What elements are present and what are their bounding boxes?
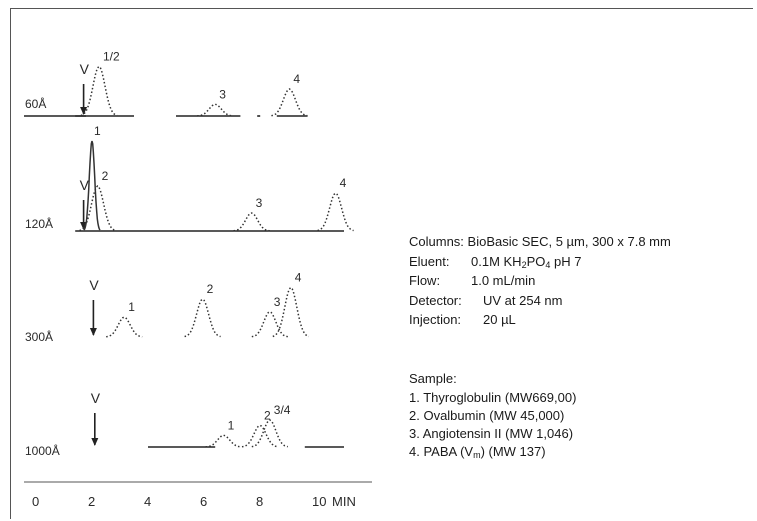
trace-4-peak-3 <box>251 419 288 448</box>
detector-label: Detector: <box>409 292 462 308</box>
x-tick-label-2: 2 <box>88 494 95 509</box>
sample-item-4: 4. PABA (Vm) (MW 137) <box>409 443 576 464</box>
sample-item-4-post: ) (MW 137) <box>480 444 546 459</box>
trace-2-peak-label-1: 1 <box>94 124 101 138</box>
trace-3-peak-label-4: 4 <box>295 271 302 285</box>
trace-2-peak-1 <box>83 140 101 231</box>
sample-item-4-sub: m <box>473 450 481 460</box>
trace-3-peak-label-2: 2 <box>207 282 214 296</box>
trace-2-peak-label-3: 3 <box>256 196 263 210</box>
trace-1-peak-label-1: 1/2 <box>103 50 120 64</box>
trace-4-peak-2 <box>241 424 279 448</box>
sample-item-4-pre: 4. PABA (V <box>409 444 474 459</box>
sample-item-3: 3. Angiotensin II (MW 1,046) <box>409 426 574 441</box>
trace-2-peak-label-2: 2 <box>102 169 109 183</box>
trace-2-name-label: 120Å <box>25 216 53 231</box>
trace-1-peak-3 <box>271 88 308 117</box>
trace-3-name-label: 300Å <box>25 329 53 344</box>
x-tick-label-8: 8 <box>256 494 263 509</box>
x-tick-label-4: 4 <box>144 494 151 509</box>
flow-value: 1.0 mL/min <box>471 273 536 288</box>
trace-4-peak-label-1: 1 <box>228 418 235 432</box>
trace-3-void-label: V <box>89 277 99 293</box>
trace-4-peak-1 <box>205 434 242 448</box>
eluent-value-post: pH 7 <box>550 253 582 269</box>
eluent-sub-2: 4 <box>545 259 551 270</box>
trace-4-void-label: V <box>91 390 101 406</box>
chart-frame <box>10 8 753 519</box>
conditions-block: Columns: BioBasic SEC, 5 µm, 300 x 7.8 m… <box>409 233 671 331</box>
flow-label: Flow: <box>409 273 441 288</box>
trace-4-void-arrow-head <box>91 438 99 446</box>
trace-3-peak-label-1: 1 <box>128 300 135 314</box>
x-tick-label-0: 0 <box>32 494 39 509</box>
flow-row: Flow: 1.0 mL/min <box>409 272 671 292</box>
trace-4-peak-label-3: 3/4 <box>274 403 291 417</box>
columns-label: Columns: <box>409 234 464 249</box>
eluent-row: Eluent: 0.1M KH2PO4 pH 7 <box>409 253 671 273</box>
x-tick-label-6: 6 <box>200 494 207 509</box>
trace-1-peak-label-3: 4 <box>293 72 300 86</box>
columns-row: Columns: BioBasic SEC, 5 µm, 300 x 7.8 m… <box>409 233 671 253</box>
eluent-sub-1: 2 <box>521 259 527 270</box>
trace-2-peak-4 <box>317 192 354 232</box>
trace-1-peak-label-2: 3 <box>219 87 226 101</box>
injection-label: Injection: <box>409 312 462 327</box>
trace-1-void-label: V <box>80 61 90 77</box>
trace-2-peak-label-4: 4 <box>340 176 347 190</box>
eluent-value-mid: PO <box>526 253 546 269</box>
eluent-value-pre: 0.1M KH <box>471 253 522 269</box>
x-axis-label: MIN <box>332 494 356 509</box>
trace-3-void-arrow-head <box>89 328 97 336</box>
sample-title: Sample: <box>409 371 457 386</box>
trace-2-void-label: V <box>80 177 90 193</box>
trace-1-name-label: 60Å <box>25 96 46 111</box>
trace-3-peak-1 <box>106 316 143 338</box>
trace-3-peak-label-3: 3 <box>274 295 281 309</box>
trace-4-peak-label-2: 2 <box>264 408 271 422</box>
sample-item-1: 1. Thyroglobulin (MW669,00) <box>409 390 577 405</box>
columns-value: BioBasic SEC, 5 µm, 300 x 7.8 mm <box>467 234 671 249</box>
trace-2-peak-3 <box>233 212 270 232</box>
trace-1-void-arrow-head <box>80 107 88 115</box>
trace-3-peak-2 <box>184 298 221 338</box>
detector-value: UV at 254 nm <box>483 292 563 308</box>
trace-1-peak-2 <box>197 103 234 117</box>
injection-row: Injection: 20 µL <box>409 311 671 331</box>
trace-3-peak-3 <box>251 310 288 338</box>
detector-row: Detector: UV at 254 nm <box>409 292 671 312</box>
injection-value: 20 µL <box>483 312 516 327</box>
sample-block: Sample: 1. Thyroglobulin (MW669,00) 2. O… <box>409 370 576 464</box>
x-tick-label-10: 10 <box>312 494 326 509</box>
trace-2-peak-2 <box>79 184 116 232</box>
sample-item-2: 2. Ovalbumin (MW 45,000) <box>409 408 565 423</box>
trace-4-name-label: 1000Å <box>25 443 60 458</box>
eluent-label: Eluent: <box>409 253 450 269</box>
